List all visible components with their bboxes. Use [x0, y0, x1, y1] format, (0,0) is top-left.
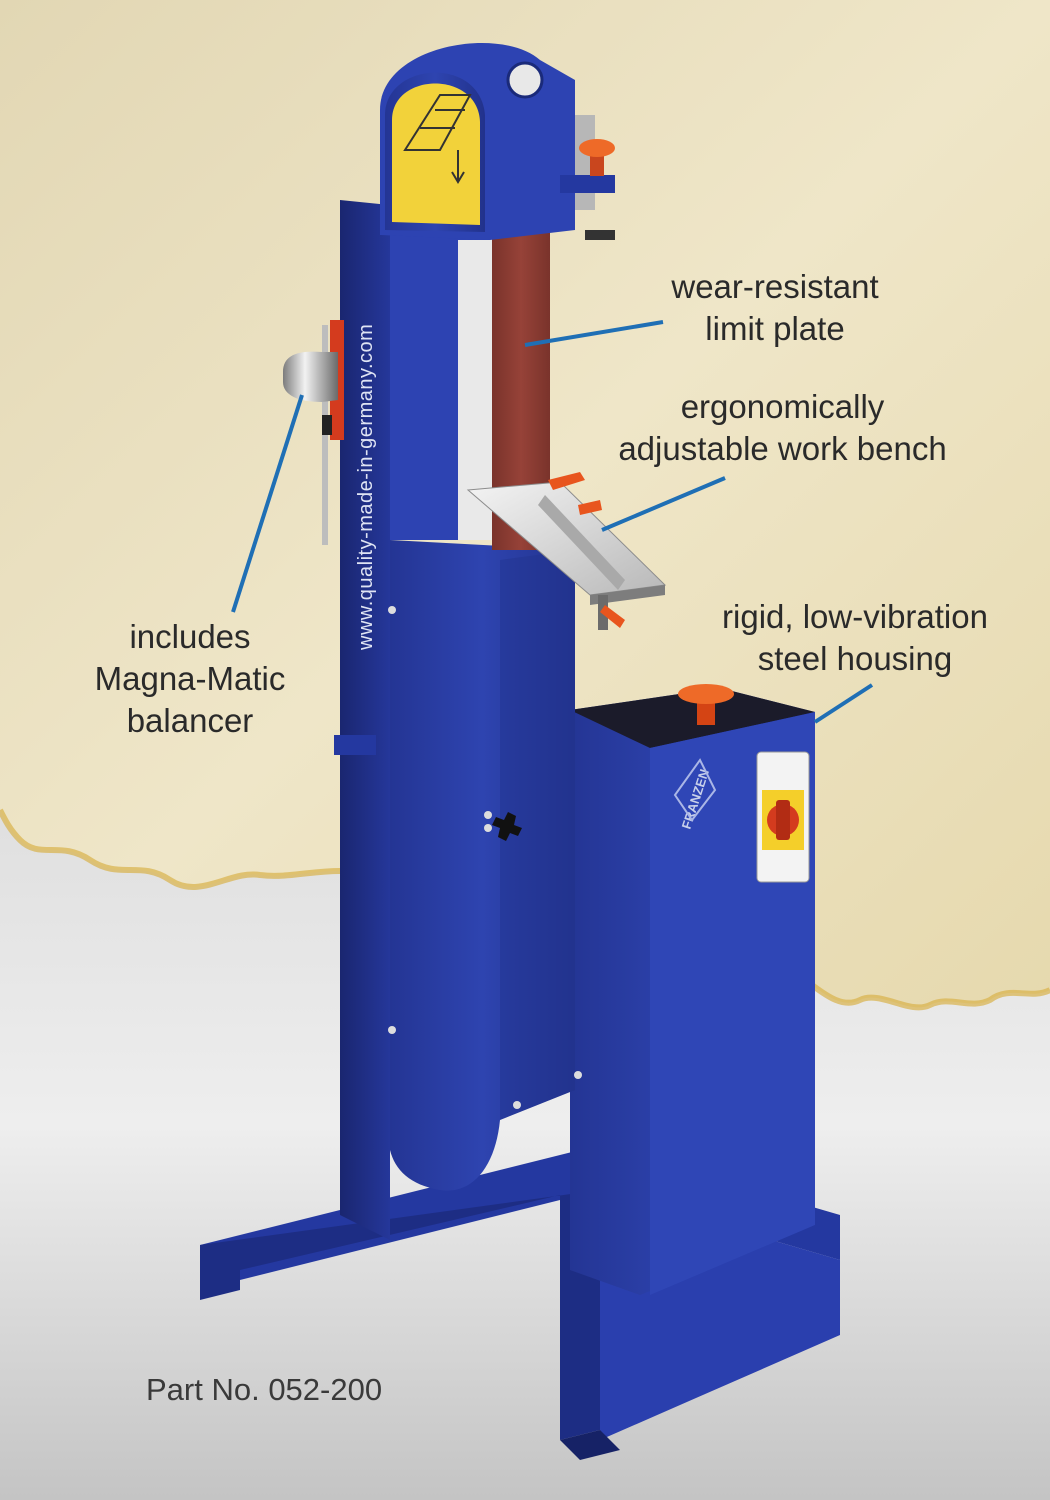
- callout-limit-plate: wear-resistant limit plate: [630, 266, 920, 350]
- main-switch[interactable]: [756, 751, 810, 883]
- callout-housing-line-2: steel housing: [757, 640, 953, 677]
- leader-housing: [813, 683, 874, 724]
- tension-knob-icon[interactable]: [579, 139, 615, 176]
- leader-work-bench: [601, 476, 726, 532]
- machine-column: www.quality-made-in-germany.com: [334, 200, 582, 1240]
- callout-balancer-line-1: includes: [129, 618, 251, 655]
- callout-balancer-line-3: balancer: [126, 702, 254, 739]
- callout-balancer: includes Magna-Matic balancer: [70, 616, 310, 742]
- machine-badge-icon: [506, 61, 544, 99]
- belt-top-guard: [380, 42, 615, 240]
- callout-housing-line-1: rigid, low-vibration: [722, 598, 988, 635]
- guard-logo-icon: [403, 94, 472, 151]
- callout-work-bench: ergonomically adjustable work bench: [590, 386, 975, 470]
- magna-matic-balancer: [283, 320, 344, 545]
- part-number: Part No. 052-200: [146, 1372, 383, 1407]
- door-knob-icon[interactable]: [492, 812, 522, 841]
- leather-edge-shadow-right: [803, 977, 1050, 1011]
- bench-lever-icon[interactable]: [548, 472, 625, 628]
- callout-housing: rigid, low-vibration steel housing: [700, 596, 1010, 680]
- leather-edge-shadow: [0, 808, 382, 890]
- rotation-arrow-icon: [451, 150, 465, 184]
- vertical-url-text: www.quality-made-in-germany.com: [355, 324, 377, 651]
- steel-housing: FRANZEN: [570, 688, 815, 1295]
- leader-limit-plate: [524, 320, 664, 347]
- housing-knob-icon[interactable]: [678, 684, 734, 725]
- callout-balancer-line-2: Magna-Matic: [94, 660, 286, 697]
- brand-logo-icon: [673, 758, 717, 822]
- callout-work-bench-line-2: adjustable work bench: [618, 430, 947, 467]
- callout-work-bench-line-1: ergonomically: [680, 388, 885, 425]
- work-bench: [466, 481, 667, 630]
- leader-balancer: [231, 394, 304, 613]
- callout-limit-plate-line-1: wear-resistant: [671, 268, 879, 305]
- callout-limit-plate-line-2: limit plate: [705, 310, 845, 347]
